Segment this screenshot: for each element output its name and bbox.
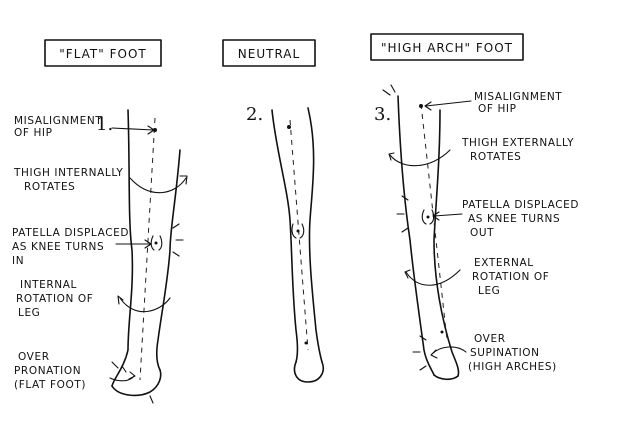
knee-motion-marks-high-arch <box>396 195 409 233</box>
hip-point-high-arch <box>419 104 423 108</box>
label-high-over-line2: SUPINATION <box>470 347 540 359</box>
label-flat-over-line3: (FLAT FOOT) <box>14 379 86 391</box>
hip-point-neutral <box>287 125 291 129</box>
label-flat-patella-line2: AS KNEE TURNS <box>12 241 104 253</box>
hip-point-flat <box>153 128 157 132</box>
header-high-arch-foot: "HIGH ARCH" FOOT <box>381 41 513 55</box>
label-flat-internal-line1: INTERNAL <box>20 279 77 291</box>
label-flat-patella-line1: PATELLA DISPLACED <box>12 227 129 239</box>
foot-motion-marks-high-arch <box>412 335 427 371</box>
number-neutral: 2. <box>246 104 263 125</box>
labels-flat-foot: MISALIGNMENT OF HIP THIGH INTERNALLY ROT… <box>12 115 152 391</box>
label-flat-misalignment-line1: MISALIGNMENT <box>14 115 102 127</box>
label-flat-over-line1: OVER <box>18 351 50 363</box>
label-flat-patella-line3: IN <box>12 255 24 267</box>
label-high-misalignment-line2: OF HIP <box>478 103 517 115</box>
label-flat-thigh-line1: THIGH INTERNALLY <box>13 167 123 179</box>
number-high-arch: 3. <box>374 104 391 125</box>
label-flat-internal-line2: ROTATION OF <box>16 293 93 305</box>
label-flat-over-line2: PRONATION <box>14 365 81 377</box>
header-flat-foot: "FLAT" FOOT <box>59 47 146 61</box>
number-flat: 1. <box>96 114 113 135</box>
label-high-external-line1: EXTERNAL <box>474 257 534 269</box>
header-box-flat <box>44 39 162 67</box>
foot-motion-marks-flat <box>111 361 154 404</box>
leg-flat-foot <box>109 109 188 404</box>
label-high-over-line3: (HIGH ARCHES) <box>468 361 557 373</box>
label-high-thigh-line1: THIGH EXTERNALLY <box>461 137 574 149</box>
label-high-thigh-line2: ROTATES <box>470 151 521 163</box>
label-high-patella-line3: OUT <box>470 227 494 239</box>
label-high-misalignment-line1: MISALIGNMENT <box>474 91 562 103</box>
label-high-external-line2: ROTATION OF <box>472 271 549 283</box>
leg-neutral <box>271 107 324 383</box>
header-box-high-arch <box>370 33 524 61</box>
header-box-neutral <box>222 39 316 67</box>
label-high-over-line1: OVER <box>474 333 506 345</box>
pointer-patella-high-arch <box>433 213 463 217</box>
knee-motion-marks-flat <box>172 223 184 257</box>
leg-high-arch <box>382 84 472 381</box>
label-flat-internal-line3: LEG <box>18 307 40 319</box>
label-high-external-line3: LEG <box>478 285 500 297</box>
label-flat-thigh-line2: ROTATES <box>24 181 75 193</box>
label-high-patella-line1: PATELLA DISPLACED <box>462 199 579 211</box>
header-neutral: NEUTRAL <box>238 47 300 61</box>
labels-high-arch-foot: MISALIGNMENT OF HIP THIGH EXTERNALLY ROT… <box>432 91 579 373</box>
label-high-patella-line2: AS KNEE TURNS <box>468 213 560 225</box>
label-flat-misalignment-line2: OF HIP <box>14 127 53 139</box>
